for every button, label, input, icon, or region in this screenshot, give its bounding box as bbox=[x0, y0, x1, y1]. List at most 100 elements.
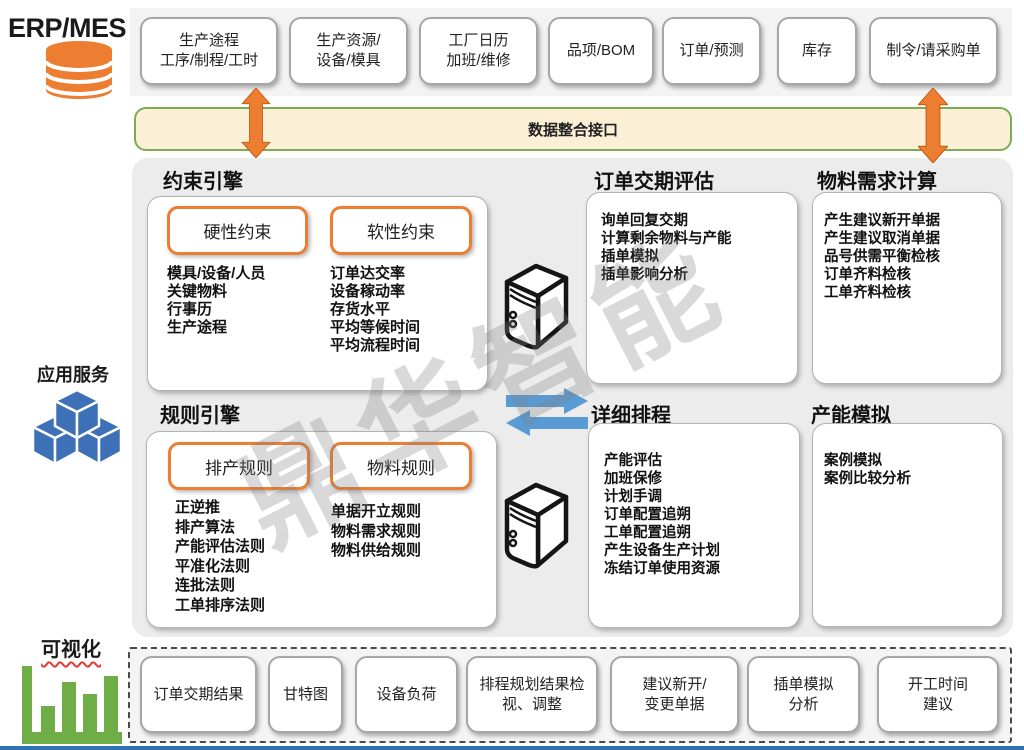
list-item: 物料需求规则 bbox=[331, 522, 422, 540]
list-item: 订单达交率 bbox=[330, 265, 406, 282]
viz-box-line: 建议新开/ bbox=[642, 675, 707, 693]
list-item: 产能评估 bbox=[604, 453, 662, 469]
source-box-resources: 生产资源/ 设备/模具 bbox=[289, 17, 408, 85]
material-req-calc-box bbox=[812, 192, 1002, 384]
list-item: 物料供给规则 bbox=[331, 542, 422, 559]
source-box-routing: 生产途程 工序/制程/工时 bbox=[140, 17, 278, 85]
detailed-scheduling-box bbox=[588, 423, 800, 628]
source-box-line: 品项/BOM bbox=[566, 42, 636, 59]
material-req-calc-list: 产生建议新开单据产生建议取消单据品号供需平衡检核订单齐料检核工单齐料检核 bbox=[824, 212, 940, 302]
viz-box-gantt: 甘特图 bbox=[268, 656, 343, 733]
source-box-orders: 订单/预测 bbox=[662, 17, 761, 85]
bottom-accent-line bbox=[0, 746, 1024, 750]
list-item: 设备稼动率 bbox=[330, 283, 406, 300]
visualization-label: 可视化 bbox=[41, 639, 101, 661]
viz-box-line: 开工时间 bbox=[907, 675, 968, 693]
list-item: 插单模拟 bbox=[601, 249, 659, 265]
erp-mes-label: ERP/MES bbox=[8, 13, 127, 43]
viz-box-line: 视、调整 bbox=[501, 695, 562, 713]
source-box-line: 工序/制程/工时 bbox=[159, 52, 259, 69]
source-box-line: 订单/预测 bbox=[679, 42, 744, 59]
capacity-simulation-list: 案例模拟案例比较分析 bbox=[824, 452, 911, 488]
list-item: 订单齐料检核 bbox=[824, 267, 911, 283]
list-item: 产生建议取消单据 bbox=[824, 231, 940, 247]
viz-box-start-time-suggestion: 开工时间 建议 bbox=[877, 656, 999, 733]
source-box-line: 生产途程 bbox=[178, 32, 239, 49]
up-down-arrow-icon bbox=[918, 88, 948, 163]
order-delivery-eval-box bbox=[586, 192, 798, 384]
data-integration-label: 数据整合接口 bbox=[527, 121, 618, 139]
list-item: 计算剩余物料与产能 bbox=[601, 231, 732, 247]
list-item: 案例模拟 bbox=[824, 453, 882, 469]
viz-box-line: 订单交期结果 bbox=[153, 685, 244, 703]
list-item: 加班保修 bbox=[604, 471, 662, 487]
source-box-work-orders: 制令/请采购单 bbox=[869, 17, 998, 85]
app-services-cubes-icon bbox=[32, 388, 122, 466]
source-box-line: 库存 bbox=[801, 42, 832, 59]
source-box-inventory: 库存 bbox=[777, 17, 857, 85]
database-icon bbox=[44, 41, 114, 99]
detailed-scheduling-list: 产能评估加班保修计划手调订单配置追朔工单配置追朔产生设备生产计划冻结订单使用资源 bbox=[604, 452, 720, 578]
material-rules-tag: 物料规则 bbox=[330, 442, 472, 490]
list-item: 关键物料 bbox=[167, 283, 228, 300]
viz-box-line: 排程规划结果检 bbox=[479, 675, 585, 693]
viz-box-line: 建议 bbox=[922, 695, 953, 713]
data-exchange-arrows-icon bbox=[506, 388, 588, 436]
list-item: 存货水平 bbox=[330, 301, 391, 318]
list-item: 工单齐料检核 bbox=[824, 285, 911, 301]
viz-box-line: 设备负荷 bbox=[376, 685, 437, 703]
server-icon bbox=[504, 263, 569, 350]
list-item: 订单配置追朔 bbox=[604, 507, 691, 523]
app-services-label: 应用服务 bbox=[37, 365, 109, 385]
order-delivery-eval-list: 询单回复交期计算剩余物料与产能插单模拟插单影响分析 bbox=[601, 212, 732, 284]
source-box-line: 生产资源/ bbox=[316, 32, 381, 49]
section-title-constraint-engine: 约束引擎 bbox=[163, 171, 243, 193]
list-item: 单据开立规则 bbox=[331, 503, 422, 520]
hard-constraints-tag: 硬性约束 bbox=[167, 206, 308, 255]
list-item: 排产算法 bbox=[175, 518, 236, 536]
list-item: 生产途程 bbox=[167, 319, 228, 336]
source-box-line: 设备/模具 bbox=[316, 52, 381, 69]
scheduling-rules-list: 正逆推排产算法产能评估法则平准化法则连批法则工单排序法则 bbox=[175, 498, 265, 615]
data-integration-bar: 数据整合接口 bbox=[134, 107, 1012, 151]
section-title-capacity-simulation: 产能模拟 bbox=[811, 405, 891, 427]
section-title-detailed-scheduling: 详细排程 bbox=[591, 405, 671, 427]
list-item: 行事历 bbox=[167, 301, 213, 318]
list-item: 冻结订单使用资源 bbox=[604, 561, 720, 577]
viz-box-line: 分析 bbox=[788, 695, 819, 713]
list-item: 平均流程时间 bbox=[330, 337, 421, 354]
viz-box-schedule-review: 排程规划结果检 视、调整 bbox=[466, 656, 598, 733]
list-item: 平均等候时间 bbox=[330, 319, 421, 336]
capacity-simulation-box bbox=[812, 423, 1003, 627]
list-item: 品号供需平衡检核 bbox=[824, 249, 940, 265]
source-box-line: 制令/请采购单 bbox=[886, 42, 981, 59]
viz-box-line: 变更单据 bbox=[644, 695, 705, 713]
section-title-order-delivery-eval: 订单交期评估 bbox=[594, 171, 714, 193]
source-box-line: 加班/维修 bbox=[446, 52, 511, 69]
list-item: 平准化法则 bbox=[175, 557, 251, 575]
section-title-material-req-calc: 物料需求计算 bbox=[817, 171, 937, 193]
list-item: 工单排序法则 bbox=[175, 596, 266, 614]
viz-box-equipment-load: 设备负荷 bbox=[355, 656, 458, 733]
section-title-rule-engine: 规则引擎 bbox=[160, 405, 240, 427]
list-item: 产生设备生产计划 bbox=[604, 543, 720, 559]
material-rules-list: 单据开立规则物料需求规则物料供给规则 bbox=[331, 502, 421, 561]
list-item: 案例比较分析 bbox=[824, 471, 911, 487]
list-item: 连批法则 bbox=[175, 577, 236, 594]
list-item: 插单影响分析 bbox=[601, 267, 688, 283]
list-item: 正逆推 bbox=[175, 499, 221, 516]
scheduling-rules-tag: 排产规则 bbox=[168, 442, 310, 490]
soft-constraints-list: 订单达交率设备稼动率存货水平平均等候时间平均流程时间 bbox=[330, 265, 420, 355]
viz-box-insert-simulation: 插单模拟 分析 bbox=[747, 656, 860, 733]
source-box-line: 工厂日历 bbox=[448, 32, 509, 49]
source-box-bom: 品项/BOM bbox=[548, 17, 654, 85]
list-item: 产能评估法则 bbox=[175, 538, 266, 555]
hard-constraints-list: 模具/设备/人员关键物料行事历生产途程 bbox=[167, 265, 265, 337]
viz-box-order-delivery-result: 订单交期结果 bbox=[140, 656, 257, 733]
viz-box-suggest-orders: 建议新开/ 变更单据 bbox=[610, 656, 739, 733]
server-icon bbox=[504, 482, 569, 569]
viz-box-line: 甘特图 bbox=[282, 685, 328, 703]
list-item: 模具/设备/人员 bbox=[167, 265, 266, 282]
up-down-arrow-icon bbox=[241, 88, 271, 158]
